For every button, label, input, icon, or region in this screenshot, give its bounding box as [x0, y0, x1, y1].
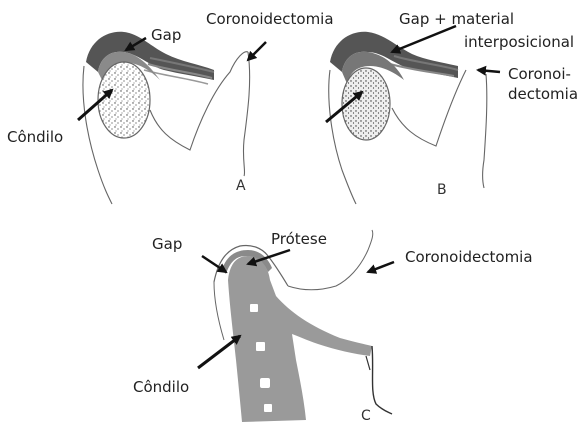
- arrow-gap-material-b: [392, 26, 456, 52]
- panel-letter-a: A: [236, 178, 246, 194]
- prosthesis-c: [228, 256, 372, 422]
- arrow-condilo-c: [198, 336, 240, 368]
- arrow-coronoidectomia-a: [248, 42, 266, 60]
- label-gap-material-line1-b: Gap + material: [399, 11, 514, 28]
- panel-letter-b: B: [437, 182, 447, 198]
- label-gap-a: Gap: [151, 27, 181, 44]
- prosthesis-hole-2: [256, 342, 265, 351]
- label-coronoidectomia-c: Coronoidectomia: [405, 249, 533, 266]
- label-coronoidectomia-line2-b: dectomia: [508, 86, 578, 103]
- label-gap-material-line2-b: interposicional: [464, 34, 574, 51]
- arrow-coronoidectomia-b: [478, 70, 500, 72]
- panel-c: [198, 230, 394, 422]
- label-coronoidectomia-line1-b: Coronoi-: [508, 66, 571, 83]
- condyle-head-a: [98, 62, 150, 138]
- arrow-coronoidectomia-c: [368, 262, 394, 272]
- arrow-gap-c: [202, 256, 226, 272]
- label-gap-c: Gap: [152, 236, 182, 253]
- label-coronoidectomia-a: Coronoidectomia: [206, 11, 334, 28]
- prosthesis-hole-3: [260, 378, 270, 388]
- label-condilo-a: Côndilo: [7, 129, 63, 146]
- prosthesis-hole-4: [264, 404, 272, 412]
- label-condilo-c: Côndilo: [133, 379, 189, 396]
- prosthesis-hole-1: [250, 304, 258, 312]
- label-protese-c: Prótese: [271, 231, 327, 248]
- panel-b: [326, 26, 500, 204]
- panel-letter-c: C: [361, 408, 371, 424]
